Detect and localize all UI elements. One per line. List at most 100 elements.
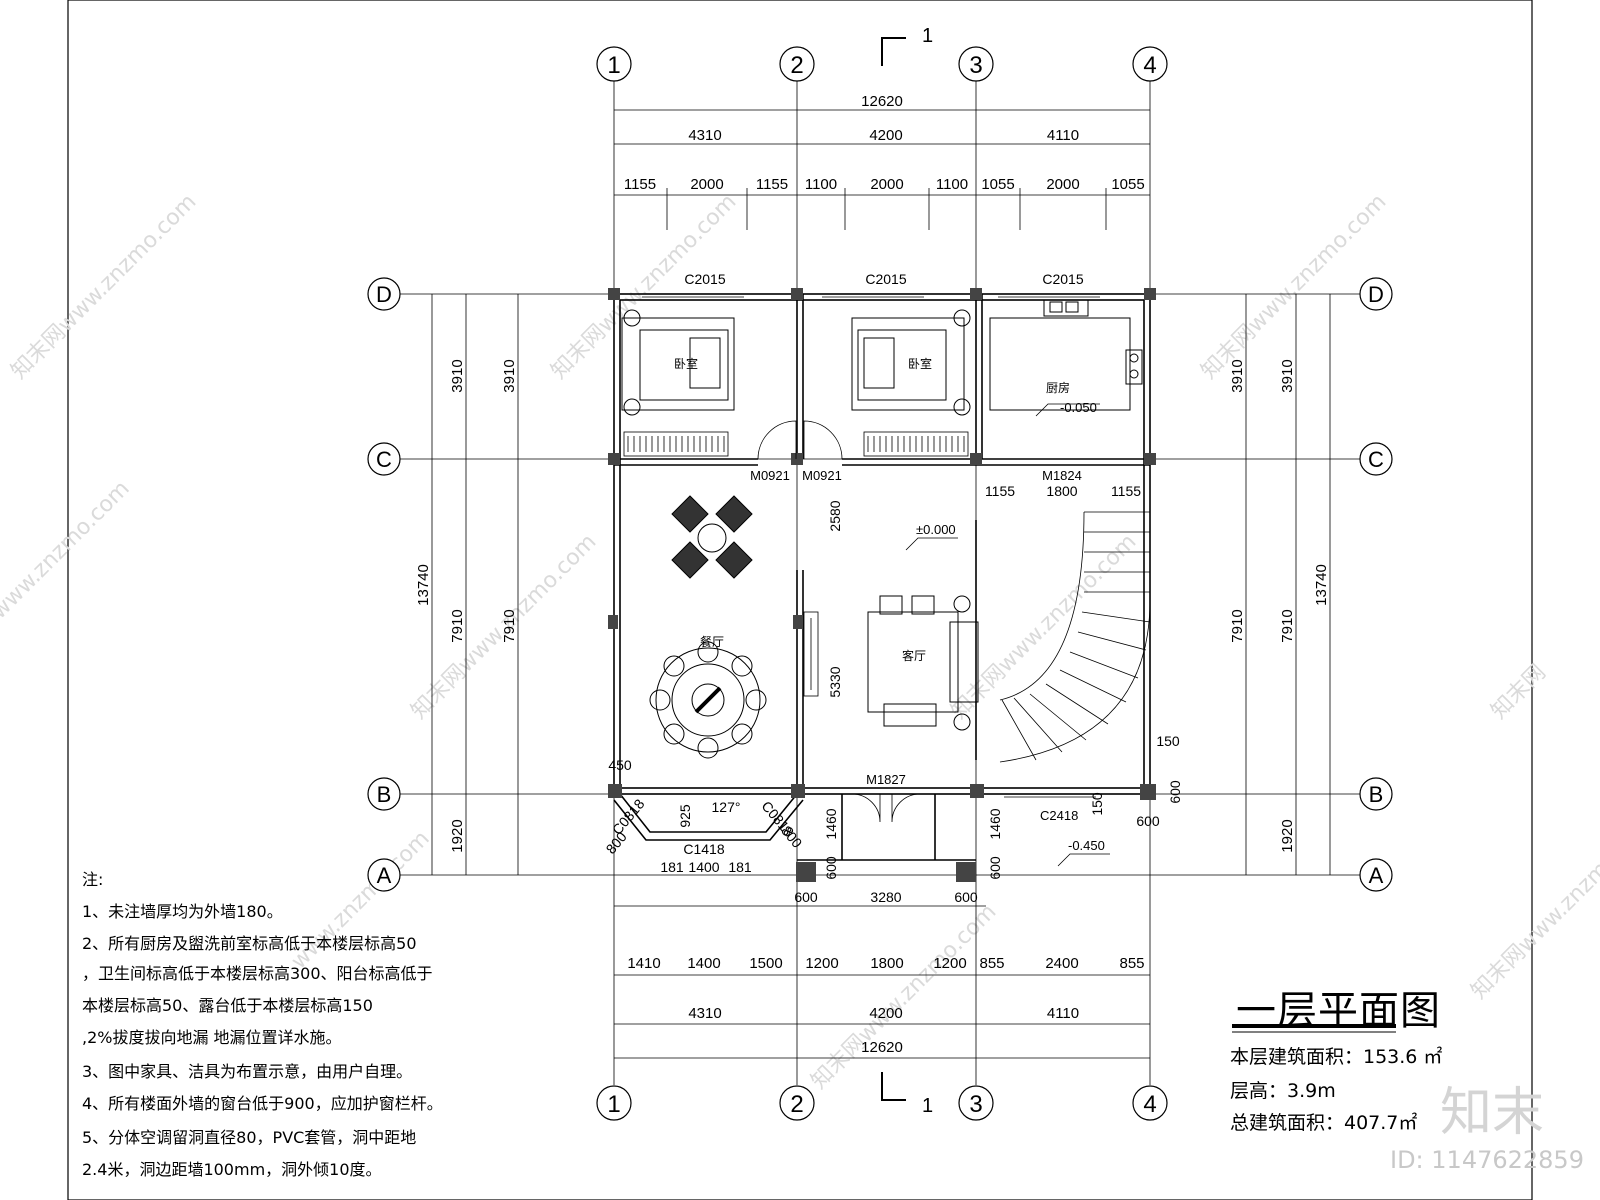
dimension-lines-top xyxy=(614,109,1150,230)
room-label-living: 客厅 xyxy=(902,648,926,663)
dim-1460-b: 1460 xyxy=(987,808,1003,839)
dim-top-open-4: 1100 xyxy=(805,176,837,193)
dim-bottom-open-6: 1200 xyxy=(933,955,966,972)
level-main: ±0.000 xyxy=(916,522,956,537)
drawing-border xyxy=(67,0,1533,1200)
window-label-c2015-2: C2015 xyxy=(865,271,906,287)
level-symbol-porch xyxy=(1057,853,1110,867)
dim-top-open-3: 1155 xyxy=(756,176,788,193)
note-line-4: 本楼层标高50、露台低于本楼层标高150 xyxy=(82,996,373,1015)
dim-925: 925 xyxy=(677,804,693,828)
dim-150: 150 xyxy=(1156,733,1180,749)
dim-2580: 2580 xyxy=(827,500,843,531)
partition-cabinet xyxy=(803,611,819,697)
title-underline xyxy=(1232,1024,1396,1033)
watermark-logo: 知末 xyxy=(1440,1083,1545,1143)
dim-bottom-open-7: 855 xyxy=(979,955,1004,972)
floor-height: 层高：3.9m xyxy=(1230,1080,1336,1102)
dim-bottom-open-3: 1500 xyxy=(749,955,782,972)
section-mark-bottom xyxy=(881,1072,906,1101)
sofa-set xyxy=(867,595,979,731)
dim-181-b: 181 xyxy=(728,859,752,875)
window-label-c2015-1: C2015 xyxy=(684,271,725,287)
axis-label-1-top: 1 xyxy=(607,52,620,79)
dim-right-total: 13740 xyxy=(1313,564,1330,606)
note-line-2: 2、所有厨房及盥洗前室标高低于本楼层标高50 xyxy=(82,934,417,953)
wardrobes xyxy=(623,431,969,457)
kitchen-fixtures xyxy=(989,299,1143,411)
window-label-c2015-3: C2015 xyxy=(1042,271,1083,287)
column-axis-bubbles xyxy=(596,46,1168,1121)
dim-right-upper-2: 3910 xyxy=(1279,359,1296,392)
axis-label-D-right: D xyxy=(1368,282,1384,307)
door-label-m0921-1: M0921 xyxy=(750,468,790,483)
window-label-c2418: C2418 xyxy=(1040,808,1078,823)
level-porch: -0.450 xyxy=(1068,838,1105,853)
svg-text:知末网www.znzmo.com: 知末网www.znzmo.com xyxy=(807,899,1002,1094)
door-label-m0921-2: M0921 xyxy=(802,468,842,483)
dim-top-bay-1: 4310 xyxy=(688,127,721,144)
dim-600-c: 600 xyxy=(794,889,818,905)
dining-table xyxy=(649,641,767,759)
dim-bottom-open-5: 1800 xyxy=(870,955,903,972)
axis-label-2-top: 2 xyxy=(790,52,803,79)
floor-area: 本层建筑面积：153.6 ㎡ xyxy=(1230,1046,1443,1068)
dim-right-lower: 1920 xyxy=(1279,819,1296,852)
room-label-bedroom-2: 卧室 xyxy=(908,356,932,371)
dim-top-open-7: 1055 xyxy=(981,176,1014,193)
watermark-id: ID: 1147622859 xyxy=(1390,1146,1584,1174)
dim-top-open-5: 2000 xyxy=(870,176,903,193)
dim-top-bay-2: 4200 xyxy=(869,127,902,144)
axis-label-D-left: D xyxy=(376,282,392,307)
dim-1155-b: 1155 xyxy=(1111,483,1141,499)
svg-text:知末网: 知末网 xyxy=(1487,660,1551,724)
note-line-1: 1、未注墙厚均为外墙180。 xyxy=(82,902,283,921)
dim-bottom-open-1: 1410 xyxy=(627,955,660,972)
dim-600-a: 600 xyxy=(823,856,839,880)
dim-left-upper-1: 3910 xyxy=(449,359,466,392)
dim-top-open-1: 1155 xyxy=(624,176,656,193)
axis-label-A-right: A xyxy=(1369,863,1384,888)
dim-600-b: 600 xyxy=(987,856,1003,880)
note-line-5: ,2%拔度拔向地漏 地漏位置详水施。 xyxy=(82,1028,342,1047)
axis-label-4-top: 4 xyxy=(1143,52,1156,79)
axis-label-4-bottom: 4 xyxy=(1143,1091,1156,1118)
note-line-6: 3、图中家具、洁具为布置示意，由用户自理。 xyxy=(82,1062,413,1081)
room-label-dining: 餐厅 xyxy=(700,634,724,649)
axis-label-A-left: A xyxy=(377,863,392,888)
total-area: 总建筑面积：407.7㎡ xyxy=(1230,1112,1418,1134)
dim-left-middle-1: 7910 xyxy=(449,609,466,642)
dim-top-total: 12620 xyxy=(861,93,903,110)
dimension-lines-side xyxy=(431,294,1331,875)
door-label-m1827: M1827 xyxy=(866,772,906,787)
room-label-bedroom-1: 卧室 xyxy=(674,356,698,371)
note-line-8: 5、分体空调留洞直径80，PVC套管，洞中距地 xyxy=(82,1128,417,1147)
dim-bottom-bay-2: 4200 xyxy=(869,1005,902,1022)
dim-top-open-8: 2000 xyxy=(1046,176,1079,193)
level-symbol-kitchen xyxy=(1035,403,1100,417)
section-mark-bottom-label: 1 xyxy=(922,1095,933,1117)
note-line-7: 4、所有楼面外墙的窗台低于900，应加护窗栏杆。 xyxy=(82,1094,443,1113)
dim-top-open-9: 1055 xyxy=(1111,176,1144,193)
dim-bottom-bay-1: 4310 xyxy=(688,1005,721,1022)
axis-label-3-bottom: 3 xyxy=(969,1091,982,1118)
bed-2 xyxy=(851,309,971,416)
dim-top-bay-3: 4110 xyxy=(1047,127,1079,144)
dimension-lines-bottom xyxy=(614,905,1150,1059)
door-label-m1824: M1824 xyxy=(1042,468,1082,483)
dim-800-1: 800 xyxy=(603,829,630,857)
dim-600-d: 600 xyxy=(954,889,978,905)
note-line-9: 2.4米，洞边距墙100mm，洞外倾10度。 xyxy=(82,1160,382,1179)
section-mark-top xyxy=(881,37,906,66)
dim-bottom-open-4: 1200 xyxy=(805,955,838,972)
dim-600-e: 600 xyxy=(1136,813,1160,829)
dim-right-middle-2: 7910 xyxy=(1279,609,1296,642)
level-kitchen: -0.050 xyxy=(1060,400,1097,415)
dim-bottom-open-2: 1400 xyxy=(687,955,720,972)
dim-left-middle-2: 7910 xyxy=(501,609,518,642)
dim-1400: 1400 xyxy=(688,859,719,875)
dim-600-f: 600 xyxy=(1167,780,1183,804)
dim-5330: 5330 xyxy=(827,666,843,697)
axis-label-C-left: C xyxy=(376,447,392,472)
